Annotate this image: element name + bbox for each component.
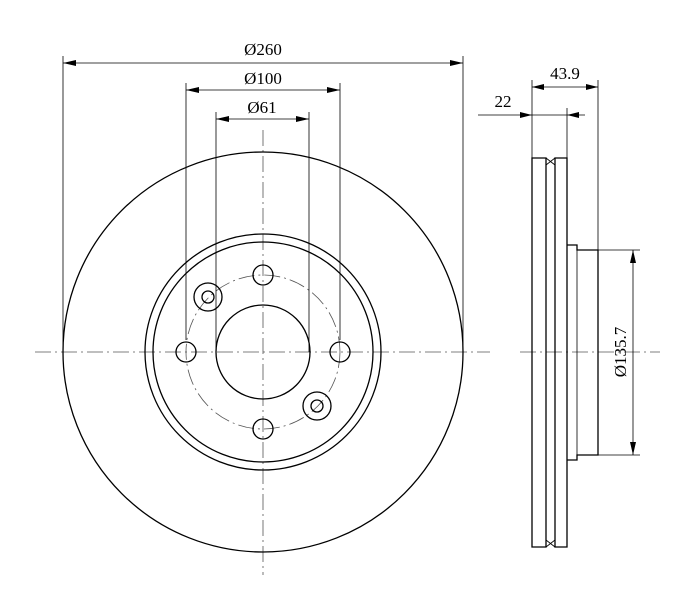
stud-hole-top bbox=[252, 264, 274, 286]
stud-hole-left bbox=[175, 341, 197, 363]
side-view: 43.9 22 Ø135.7 bbox=[478, 64, 660, 548]
disc-outer-face bbox=[531, 157, 547, 548]
screw-hole-upper-left-outer bbox=[193, 282, 223, 312]
front-view: Ø260 Ø100 Ø61 bbox=[35, 40, 490, 575]
screw-hole-lower-right-inner bbox=[310, 399, 324, 413]
screw-hole-upper-left-inner bbox=[201, 290, 215, 304]
hat-section bbox=[567, 244, 599, 461]
dimension-total-thickness: 43.9 bbox=[532, 64, 598, 90]
vent-line-bottom-2 bbox=[545, 539, 556, 548]
label-center-bore: Ø61 bbox=[247, 98, 276, 117]
label-hat-diameter: Ø135.7 bbox=[611, 326, 630, 377]
label-outer-diameter: Ø260 bbox=[244, 40, 282, 59]
label-total-thickness: 43.9 bbox=[550, 64, 580, 83]
hat-outer-circle bbox=[144, 233, 382, 471]
disc-inner-face bbox=[554, 157, 568, 548]
dimension-bolt-circle: Ø100 bbox=[186, 69, 340, 93]
hat-inner-circle bbox=[152, 241, 374, 463]
stud-hole-right bbox=[329, 341, 351, 363]
dimension-hat-diameter: Ø135.7 bbox=[611, 250, 636, 455]
stud-hole-bottom bbox=[252, 418, 274, 440]
dimension-center-bore: Ø61 bbox=[216, 98, 309, 122]
dimension-disc-thickness: 22 bbox=[478, 92, 585, 118]
label-disc-thickness: 22 bbox=[495, 92, 512, 111]
dimension-outer-diameter: Ø260 bbox=[63, 40, 463, 66]
bolt-circle bbox=[185, 274, 341, 430]
vent-line-top-2 bbox=[545, 157, 556, 166]
screw-hole-lower-right-outer bbox=[302, 391, 332, 421]
label-bolt-circle: Ø100 bbox=[244, 69, 282, 88]
